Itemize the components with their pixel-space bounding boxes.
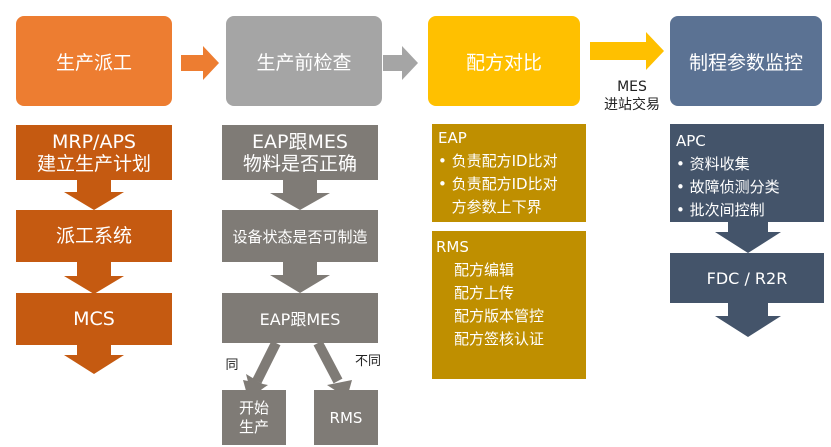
monitor-apc-item-text: 故障侦测分类 [689, 178, 780, 196]
arrow-monitor-down-2 [715, 303, 781, 337]
recipe-eap-item-text: 负责配方ID比对 方参数上下界 [451, 175, 558, 216]
recipe-rms-title: RMS [436, 238, 469, 256]
monitor-apc-item-text: 批次间控制 [689, 201, 765, 219]
monitor-fdc-box: FDC / R2R [670, 253, 824, 303]
arrow-precheck-down-2 [270, 262, 330, 293]
precheck-step-material: EAP跟MES 物料是否正确 [222, 125, 378, 180]
dispatch-step-system-label: 派工系统 [55, 225, 132, 247]
header-recipe: 配方对比 [428, 16, 580, 106]
dispatch-step-system: 派工系统 [16, 210, 172, 262]
arrow-dispatch-down-3 [64, 345, 124, 374]
outcome-start-production: 开始 生产 [222, 390, 286, 445]
recipe-rms-item: 配方版本管控 [454, 307, 545, 325]
precheck-step-equipment-label: 设备状态是否可制造 [232, 227, 368, 246]
recipe-eap-item-text: 负责配方ID比对 [451, 152, 558, 170]
monitor-apc-content: APC • 资料收集 • 故障侦测分类 • 批次间控制 [676, 130, 780, 222]
arrow-precheck-down-1 [270, 180, 330, 210]
outcome-start-production-label: 开始 生产 [238, 398, 269, 436]
precheck-step-material-label: EAP跟MES 物料是否正确 [242, 130, 357, 175]
arrow-dispatch-down-2 [64, 262, 124, 294]
monitor-apc-item-text: 资料收集 [689, 155, 750, 173]
monitor-fdc-label: FDC / R2R [706, 268, 788, 288]
recipe-eap-title: EAP [438, 129, 467, 147]
header-dispatch: 生产派工 [16, 16, 172, 106]
monitor-apc-item: • 资料收集 [676, 155, 750, 173]
recipe-eap-item: • 负责配方ID比对 方参数上下界 [438, 173, 558, 219]
monitor-apc-title: APC [676, 132, 706, 150]
header-precheck-label: 生产前检查 [256, 51, 352, 74]
arrow-dispatch-down-1 [64, 180, 124, 210]
header-precheck: 生产前检查 [226, 16, 382, 106]
arrow-recipe-to-monitor [590, 32, 664, 70]
recipe-eap-panel [432, 124, 586, 222]
arrow-dispatch-to-precheck [181, 46, 219, 80]
dispatch-step-mcs: MCS [16, 293, 172, 345]
branch-diff-label: 不同 [354, 354, 381, 369]
recipe-rms-item: 配方编辑 [454, 261, 515, 279]
header-recipe-label: 配方对比 [465, 51, 542, 74]
header-monitor: 制程参数监控 [670, 16, 822, 106]
recipe-eap-item: • 负责配方ID比对 [438, 152, 558, 170]
dispatch-step-mrp: MRP/APS 建立生产计划 [16, 125, 172, 180]
outcome-rms: RMS [314, 390, 378, 445]
header-dispatch-label: 生产派工 [55, 51, 132, 74]
mes-arrow-label: MES 进站交易 [604, 79, 660, 113]
outcome-rms-label: RMS [329, 408, 363, 427]
header-monitor-label: 制程参数监控 [688, 51, 803, 74]
recipe-rms-item: 配方签核认证 [454, 330, 545, 348]
monitor-apc-item: • 批次间控制 [676, 201, 765, 219]
dispatch-step-mcs-label: MCS [73, 308, 115, 330]
precheck-step-equipment: 设备状态是否可制造 [222, 210, 378, 262]
recipe-eap-content: EAP • 负责配方ID比对 • 负责配方ID比对 方参数上下界 [438, 127, 558, 219]
precheck-step-eap-mes: EAP跟MES [222, 293, 378, 343]
monitor-apc-item: • 故障侦测分类 [676, 178, 780, 196]
monitor-apc-panel [670, 124, 824, 222]
recipe-rms-content: RMS 配方编辑 配方上传 配方版本管控 配方签核认证 [436, 236, 544, 351]
precheck-step-eap-mes-label: EAP跟MES [259, 310, 341, 329]
recipe-rms-item: 配方上传 [454, 284, 515, 302]
recipe-rms-panel [432, 231, 586, 379]
dispatch-step-mrp-label: MRP/APS 建立生产计划 [36, 130, 151, 175]
branch-same-label: 同 [225, 358, 239, 373]
arrow-precheck-to-recipe [383, 46, 418, 80]
arrow-monitor-down-1 [715, 222, 781, 253]
